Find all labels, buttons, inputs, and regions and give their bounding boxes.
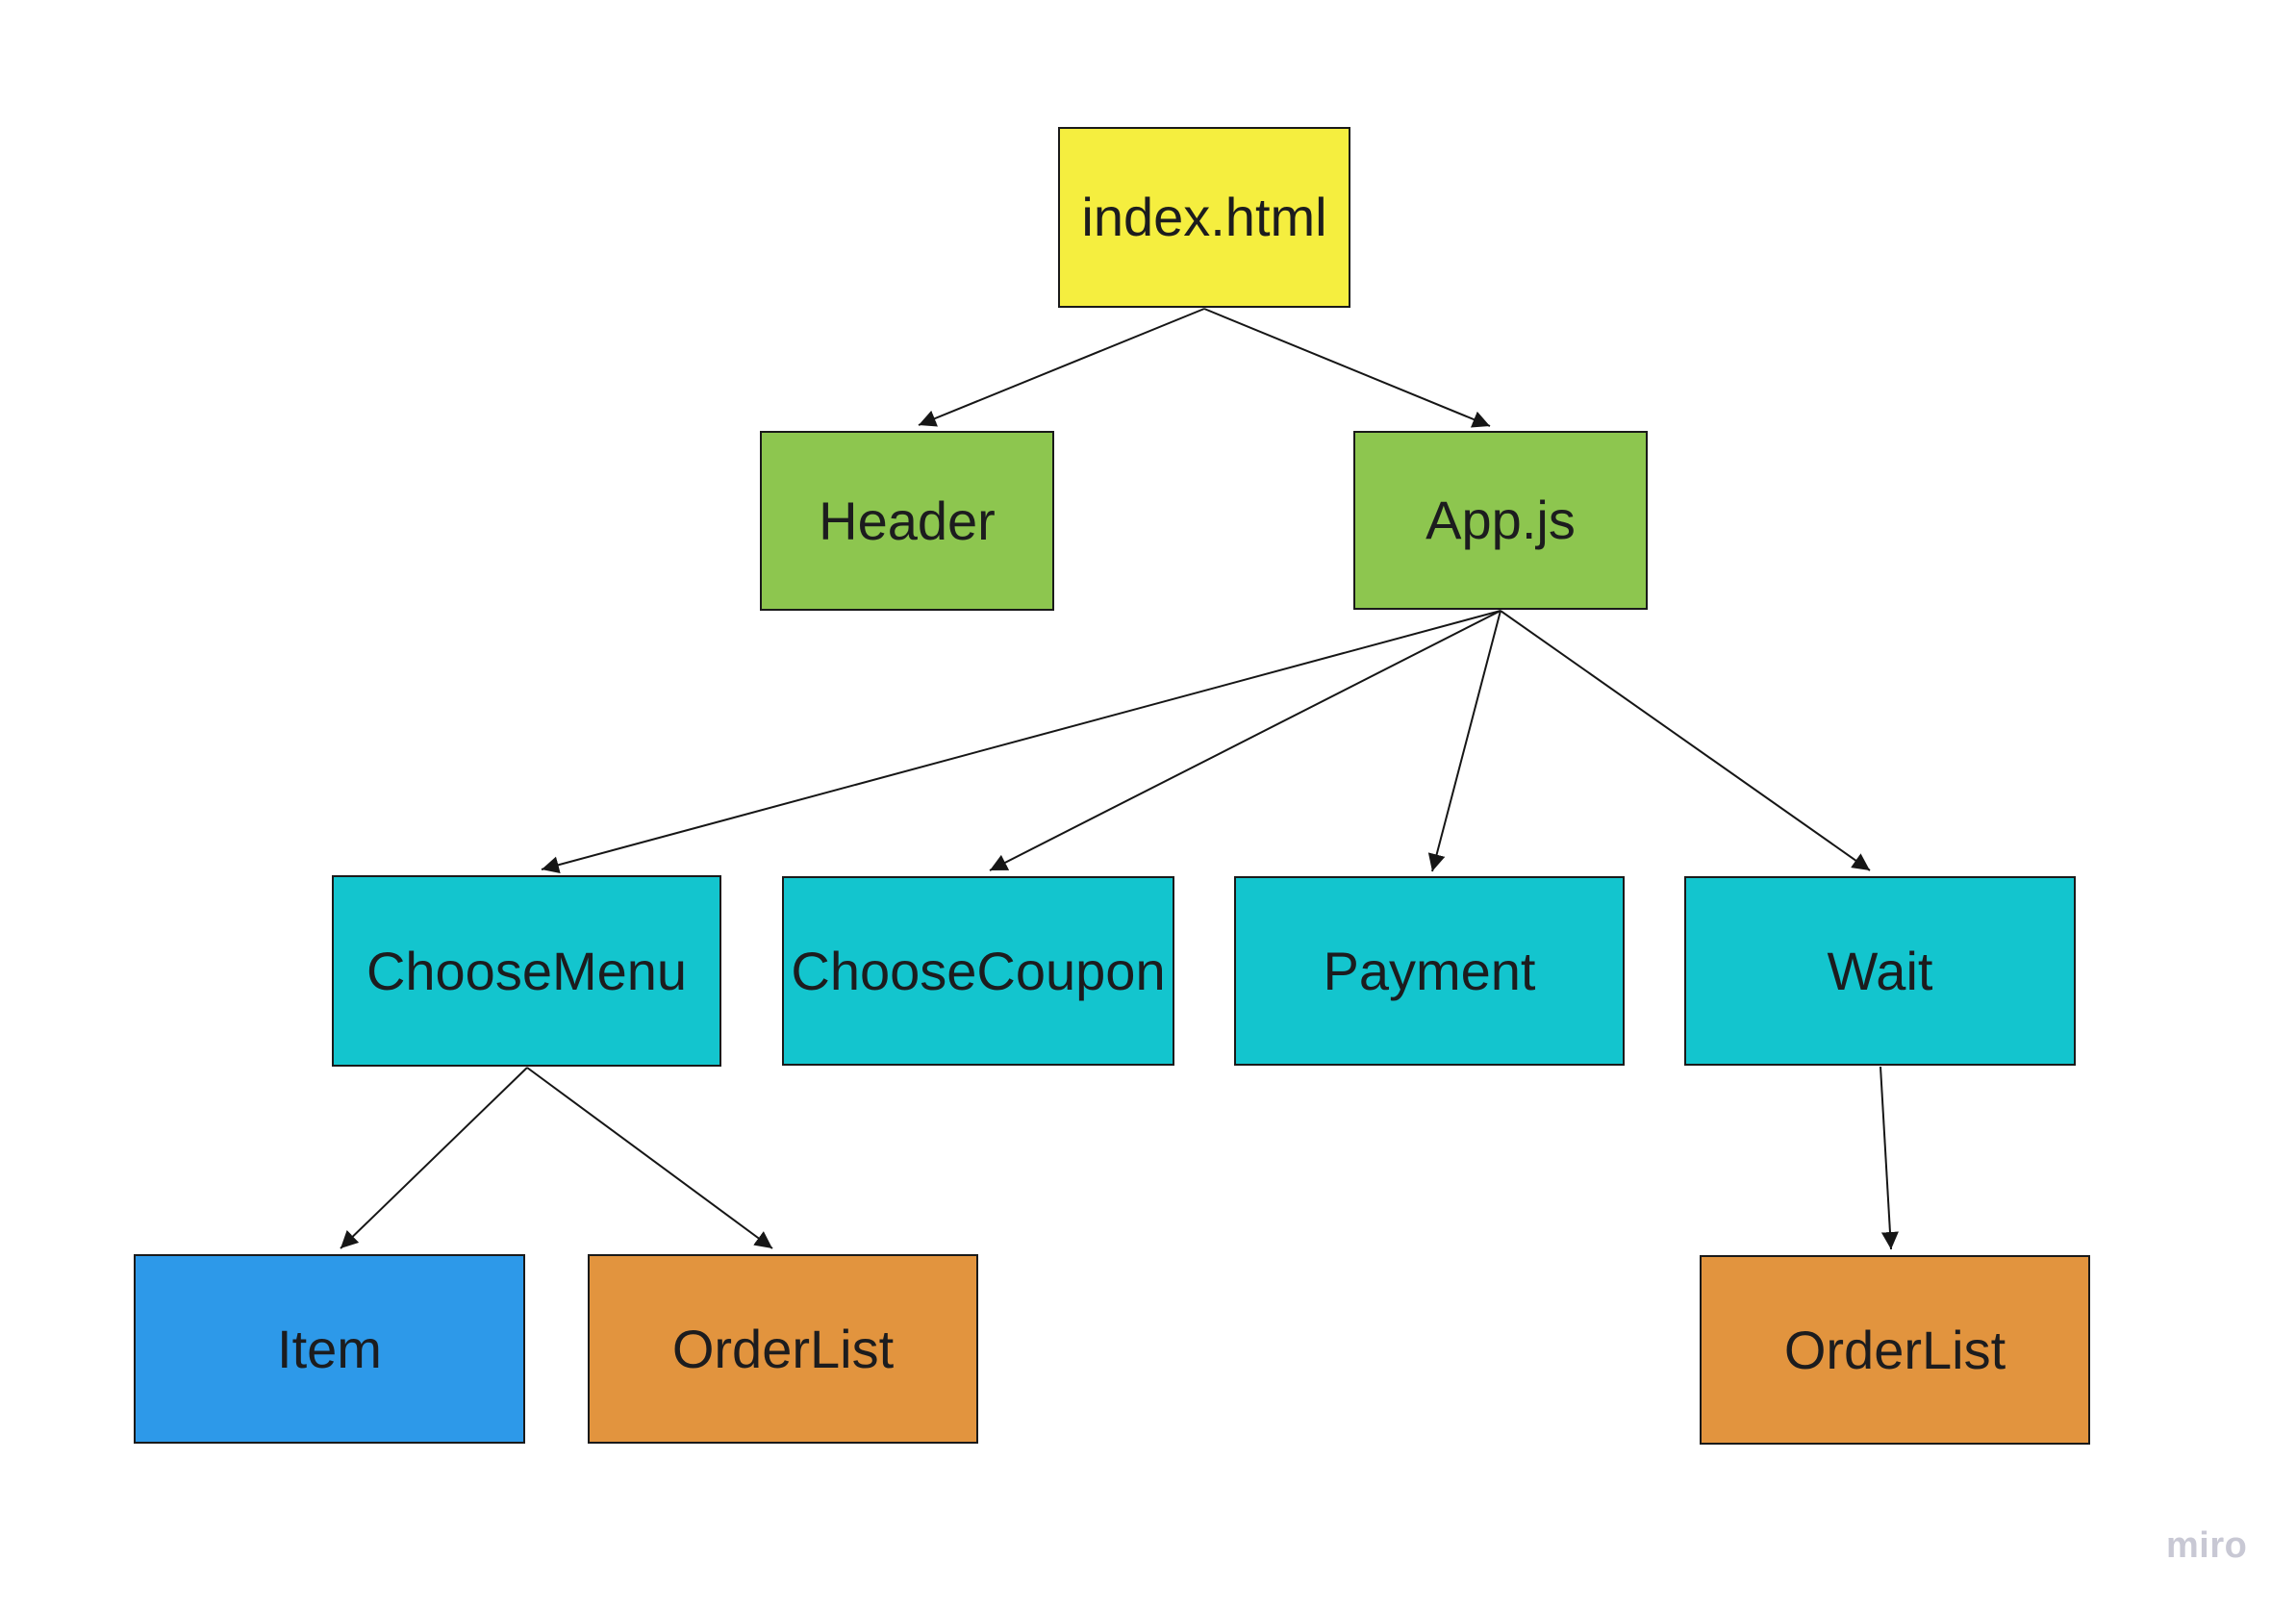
arrow-wait-to-orderlist-right[interactable] bbox=[1880, 1066, 1899, 1250]
node-orderlist-left[interactable]: OrderList bbox=[588, 1254, 978, 1444]
node-app-js[interactable]: App.js bbox=[1353, 431, 1648, 610]
node-choose-menu-label: ChooseMenu bbox=[366, 940, 688, 1001]
node-orderlist-left-label: OrderList bbox=[671, 1318, 895, 1379]
node-item[interactable]: Item bbox=[134, 1254, 525, 1444]
node-index-html[interactable]: index.html bbox=[1058, 127, 1350, 308]
node-choose-coupon-label: ChooseCoupon bbox=[791, 940, 1166, 1001]
node-header-label: Header bbox=[819, 490, 996, 551]
node-wait-label: Wait bbox=[1827, 940, 1933, 1001]
node-orderlist-right[interactable]: OrderList bbox=[1700, 1255, 2090, 1445]
node-app-js-label: App.js bbox=[1426, 490, 1576, 550]
node-orderlist-right-label: OrderList bbox=[1783, 1319, 2006, 1380]
arrow-app-js-to-choose-menu[interactable] bbox=[541, 610, 1501, 874]
node-index-html-label: index.html bbox=[1081, 187, 1327, 247]
miro-watermark: miro bbox=[2166, 1525, 2248, 1566]
arrow-app-js-to-wait[interactable] bbox=[1500, 610, 1871, 871]
arrow-choose-menu-to-item[interactable] bbox=[340, 1067, 528, 1249]
arrow-app-js-to-choose-coupon[interactable] bbox=[989, 610, 1501, 871]
node-payment-label: Payment bbox=[1323, 940, 1536, 1001]
arrow-choose-menu-to-orderlist-left[interactable] bbox=[526, 1067, 773, 1249]
arrow-index-html-to-app-js[interactable] bbox=[1203, 308, 1491, 428]
node-choose-coupon[interactable]: ChooseCoupon bbox=[782, 876, 1174, 1066]
node-payment[interactable]: Payment bbox=[1234, 876, 1625, 1066]
node-choose-menu[interactable]: ChooseMenu bbox=[332, 875, 721, 1067]
node-item-label: Item bbox=[277, 1318, 382, 1379]
node-wait[interactable]: Wait bbox=[1684, 876, 2076, 1066]
arrow-index-html-to-header[interactable] bbox=[918, 308, 1205, 427]
node-header[interactable]: Header bbox=[760, 431, 1054, 611]
arrow-app-js-to-payment[interactable] bbox=[1427, 610, 1501, 872]
